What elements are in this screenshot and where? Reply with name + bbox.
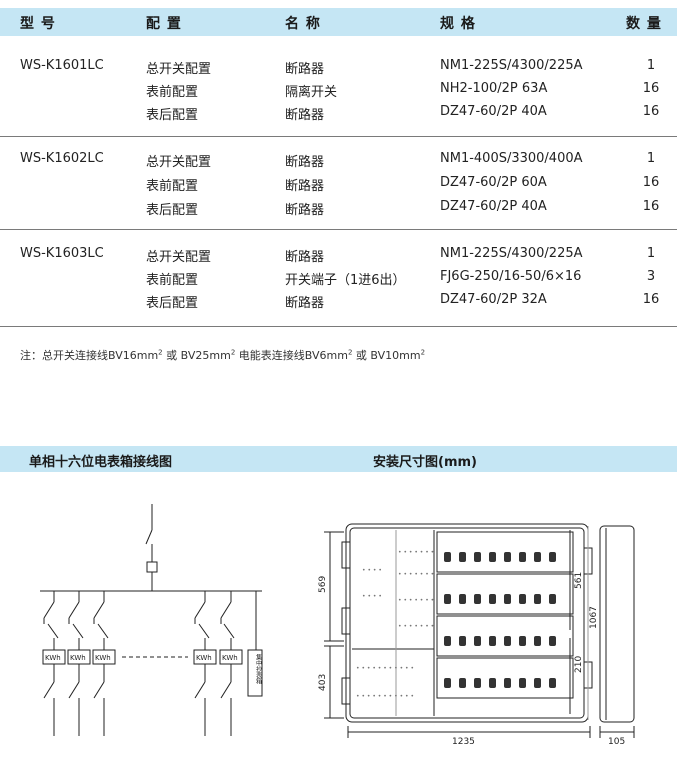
name-cell: 断路器 [285,155,325,170]
dim-1235: 1235 [452,737,475,747]
spec-cell: NM1-225S/4300/225A [440,246,583,261]
svg-text:KWh: KWh [70,654,86,662]
section-header: 单相十六位电表箱接线图 安装尺寸图(mm) [0,446,677,472]
table-row: 表后配置 断路器 DZ47-60/2P 40A 16 [0,199,677,221]
name-cell: 断路器 [285,179,325,194]
qty-cell: 3 [646,269,656,284]
dim-105: 105 [608,737,625,747]
dimension-drawing: • • • • • • • • • • • • • • • • • • • • … [318,523,635,747]
dim-403: 403 [318,674,328,691]
svg-text:• • • • • • •: • • • • • • • [398,597,434,604]
header-name: 名 称 [285,16,321,32]
svg-text:KWh: KWh [222,654,238,662]
meter-reading-box-label: 集中抄表箱 [255,653,262,685]
table-row: 表前配置 断路器 DZ47-60/2P 60A 16 [0,175,677,197]
svg-text:• • • • • • • • • • •: • • • • • • • • • • • [356,665,414,672]
table-group: WS-K1602LC 总开关配置 断路器 NM1-400S/3300/400A … [0,136,677,230]
config-cell: 表后配置 [146,203,199,218]
name-cell: 隔离开关 [285,85,338,100]
qty-cell: 1 [646,151,656,166]
config-cell: 总开关配置 [146,155,212,170]
header-model: 型 号 [20,16,56,32]
breaker-slots [444,552,556,688]
name-cell: 断路器 [285,203,325,218]
footnote: 注：总开关连接线BV16mm2 或 BV25mm2 电能表连接线BV6mm2 或… [20,348,426,362]
header-config: 配 置 [146,16,182,32]
name-cell: 断路器 [285,62,325,77]
spec-cell: DZ47-60/2P 40A [440,104,547,119]
model-cell: WS-K1603LC [20,246,104,261]
dim-569: 569 [318,576,328,593]
svg-text:KWh: KWh [45,654,61,662]
svg-text:• • • • • • •: • • • • • • • [398,549,434,556]
qty-cell: 16 [642,81,660,96]
svg-text:KWh: KWh [95,654,111,662]
name-cell: 断路器 [285,108,325,123]
table-row: WS-K1602LC 总开关配置 断路器 NM1-400S/3300/400A … [0,151,677,173]
table-group: WS-K1603LC 总开关配置 断路器 NM1-225S/4300/225A … [0,229,677,327]
wiring-diagram: KWh KWh KWh KWh KWh 集中抄表箱 [40,504,263,736]
model-cell: WS-K1601LC [20,58,104,73]
qty-cell: 16 [642,104,660,119]
qty-cell: 1 [646,58,656,73]
table-row: WS-K1601LC 总开关配置 断路器 NM1-225S/4300/225A … [0,58,677,80]
config-cell: 总开关配置 [146,62,212,77]
name-cell: 开关端子（1进6出） [285,273,406,288]
table-row: 表前配置 开关端子（1进6出） FJ6G-250/16-50/6×16 3 [0,269,677,291]
dim-1067: 1067 [589,606,599,629]
spec-cell: NM1-225S/4300/225A [440,58,583,73]
config-cell: 表后配置 [146,296,199,311]
svg-text:• • • •: • • • • [362,593,382,600]
config-cell: 表前配置 [146,179,199,194]
name-cell: 断路器 [285,250,325,265]
spec-cell: NM1-400S/3300/400A [440,151,583,166]
dim-561: 561 [574,572,584,589]
svg-text:• • • •: • • • • [362,567,382,574]
table-header: 型 号 配 置 名 称 规 格 数 量 [0,8,677,36]
spec-cell: DZ47-60/2P 40A [440,199,547,214]
dim-210: 210 [574,656,584,673]
config-cell: 总开关配置 [146,250,212,265]
table-row: WS-K1603LC 总开关配置 断路器 NM1-225S/4300/225A … [0,246,677,268]
spec-cell: DZ47-60/2P 60A [440,175,547,190]
header-qty: 数 量 [626,16,662,32]
table-row: 表后配置 断路器 DZ47-60/2P 32A 16 [0,292,677,314]
svg-text:• • • • • • • • • • •: • • • • • • • • • • • [356,693,414,700]
spec-cell: FJ6G-250/16-50/6×16 [440,269,582,284]
qty-cell: 16 [642,199,660,214]
qty-cell: 1 [646,246,656,261]
config-cell: 表前配置 [146,273,199,288]
table-row: 表前配置 隔离开关 NH2-100/2P 63A 16 [0,81,677,103]
dimension-title: 安装尺寸图(mm) [373,455,477,470]
svg-text:• • • • • • •: • • • • • • • [398,623,434,630]
config-cell: 表后配置 [146,108,199,123]
name-cell: 断路器 [285,296,325,311]
table-group: WS-K1601LC 总开关配置 断路器 NM1-225S/4300/225A … [0,36,677,137]
spec-cell: NH2-100/2P 63A [440,81,548,96]
table-row: 表后配置 断路器 DZ47-60/2P 40A 16 [0,104,677,126]
config-cell: 表前配置 [146,85,199,100]
wiring-title: 单相十六位电表箱接线图 [29,455,173,470]
qty-cell: 16 [642,292,660,307]
model-cell: WS-K1602LC [20,151,104,166]
spec-cell: DZ47-60/2P 32A [440,292,547,307]
svg-text:KWh: KWh [196,654,212,662]
header-spec: 规 格 [440,16,476,32]
qty-cell: 16 [642,175,660,190]
svg-text:• • • • • • •: • • • • • • • [398,571,434,578]
